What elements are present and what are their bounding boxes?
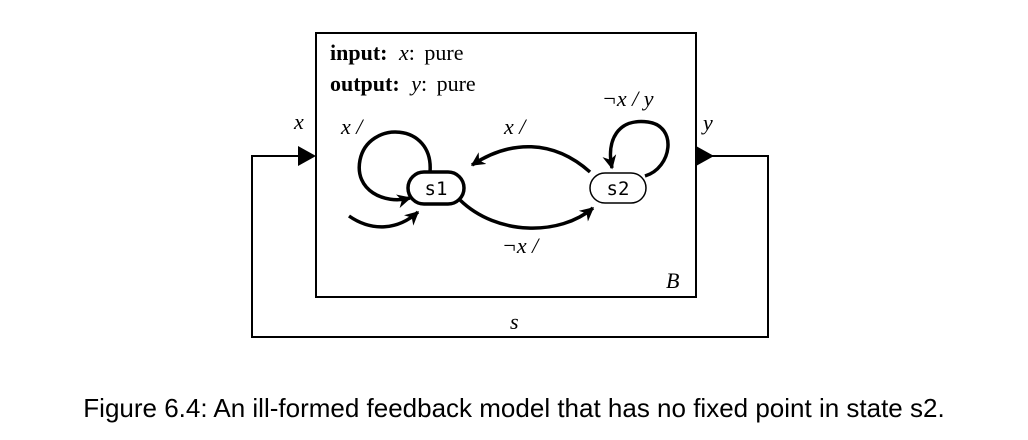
transition-s2-to-s1 — [470, 145, 592, 174]
transition-label-s2-self: ¬x / y — [602, 86, 654, 111]
input-port-arrow — [298, 146, 316, 166]
transition-s2-self-loop — [602, 119, 670, 178]
feedback-label: s — [510, 309, 519, 334]
input-port-label: x — [293, 109, 304, 134]
output-declaration: output: y: pure — [330, 71, 476, 96]
state-s2-label: s2 — [607, 178, 630, 200]
transition-label-s1-self: x / — [340, 114, 364, 139]
figure-caption: Figure 6.4: An ill-formed feedback model… — [83, 393, 945, 423]
output-type: pure — [437, 71, 476, 96]
output-port-label: y — [701, 110, 713, 135]
input-keyword: input: — [330, 40, 387, 65]
input-name: x — [398, 40, 409, 65]
initial-transition-arrow — [348, 210, 420, 229]
input-type: pure — [424, 40, 463, 65]
transition-label-s2-to-s1: x / — [503, 114, 527, 139]
feedback-diagram: x y s input: x: pure output: y: pure B x… — [251, 32, 769, 338]
state-s1-label: s1 — [425, 178, 448, 200]
state-s1: s1 — [406, 170, 466, 206]
transition-label-s1-to-s2: ¬x / — [502, 233, 540, 258]
input-declaration: input: x: pure — [330, 40, 463, 65]
output-name: y — [409, 71, 421, 96]
block-b — [315, 32, 697, 298]
output-port-arrow — [696, 146, 714, 166]
output-keyword: output: — [330, 71, 400, 96]
transition-s1-self-loop — [357, 130, 432, 209]
feedback-wire — [251, 155, 769, 338]
state-s2: s2 — [589, 172, 647, 204]
transition-s1-to-s2 — [458, 198, 595, 230]
block-name: B — [666, 268, 679, 293]
